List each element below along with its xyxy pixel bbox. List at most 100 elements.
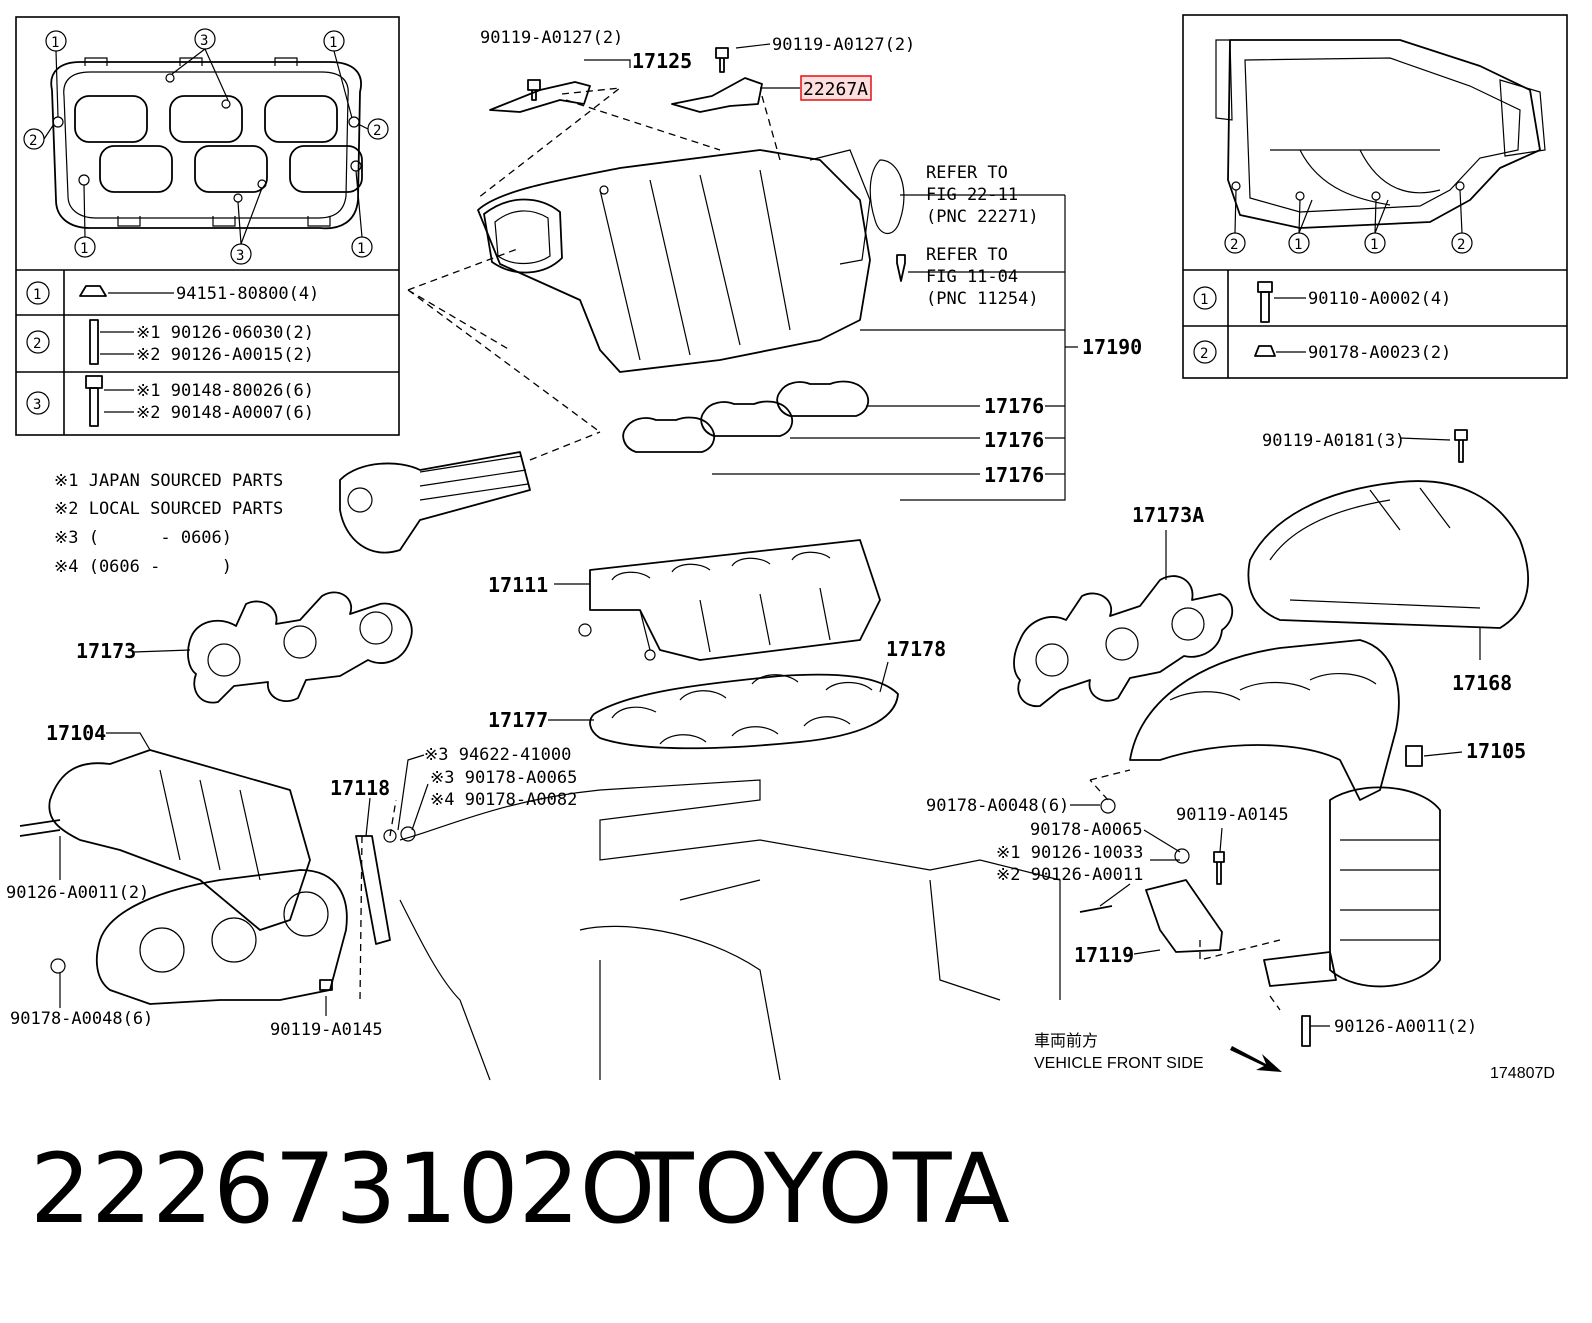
legend-part: ※1 90126-06030(2) (136, 323, 314, 343)
inset-right-legend: 1 90110-A0002(4) 2 90178-A0023(2) (1193, 281, 1451, 364)
callout: REFER TO (926, 245, 1008, 265)
exhaust-gasket-17173a (1013, 575, 1234, 707)
gaskets-17177-17178 (589, 673, 899, 750)
callout: FIG 22-11 (926, 185, 1018, 205)
engine-outline (399, 779, 1061, 1081)
inset-left: 1 3 1 2 2 1 3 1 1 94151-80800(4) 2 ※1 90… (15, 16, 400, 436)
notes: ※1 JAPAN SOURCED PARTS ※2 LOCAL SOURCED … (54, 471, 283, 577)
nut-icon (1254, 345, 1276, 357)
callout: ※4 90178-A0082 (430, 790, 577, 810)
callout: (PNC 22271) (926, 207, 1039, 227)
highlight-box (800, 75, 872, 101)
top-brackets (489, 47, 763, 113)
callout: 17111 (488, 573, 548, 597)
callout: 17177 (488, 708, 548, 732)
callout: 17104 (46, 721, 106, 745)
bolt-icon (527, 79, 541, 101)
callout: 90178-A0065 (1030, 820, 1143, 840)
stud-icon (1079, 905, 1113, 913)
throttle-gasket (869, 159, 905, 235)
marker-label: 1 (80, 241, 88, 257)
stud-icon (89, 319, 99, 365)
legend-num: 1 (33, 287, 41, 303)
note-line: ※4 (0606 - ) (54, 557, 232, 577)
front-arrow-icon (1230, 1046, 1282, 1072)
callout: 17173A (1132, 503, 1204, 527)
gaskets-17176 (622, 380, 870, 453)
callout: 90126-A0011(2) (6, 883, 149, 903)
callout: 90178-A0048(6) (926, 796, 1069, 816)
callout: 17125 (632, 49, 692, 73)
legend-part: ※2 90148-A0007(6) (136, 403, 314, 423)
marker-label: 3 (200, 33, 208, 49)
marker-label: 2 (1457, 237, 1465, 253)
marker-label: 2 (1230, 237, 1238, 253)
callout: 90119-A0145 (1176, 805, 1289, 825)
callout: ※3 90178-A0065 (430, 768, 577, 788)
marker-label: 2 (373, 123, 381, 139)
brand-name: TOYOTA (634, 1133, 1010, 1245)
legend-num: 2 (1200, 346, 1208, 362)
legend-part: 94151-80800(4) (176, 284, 319, 304)
bolt-icon (319, 979, 333, 991)
marker-label: 2 (29, 133, 37, 149)
upper-plenum-drawing (1215, 39, 1546, 229)
callout: 17173 (76, 639, 136, 663)
note-line: ※3 ( - 0606) (54, 528, 232, 548)
front-label-jp: 車両前方 (1034, 1032, 1098, 1050)
callout: FIG 11-04 (926, 267, 1018, 287)
marker-label: 1 (51, 35, 59, 51)
marker-label: 3 (236, 248, 244, 264)
callout: 90119-A0181(3) (1262, 431, 1405, 451)
callout: 90119-A0145 (270, 1020, 383, 1040)
callout: ※2 90126-A0011 (996, 865, 1143, 885)
inset-left-legend: 1 94151-80800(4) 2 ※1 90126-06030(2) ※2 … (26, 281, 319, 427)
callout: 90119-A0127(2) (772, 35, 915, 55)
inset-right: 2 1 1 2 1 90110-A0002(4) 2 90178-A0023(2… (1182, 14, 1568, 379)
legend-part: 90178-A0023(2) (1308, 343, 1451, 363)
marker-label: 1 (329, 35, 337, 51)
callout: ※1 90126-10033 (996, 843, 1143, 863)
callout: 17190 (1082, 335, 1142, 359)
bracket-22267a (671, 77, 763, 113)
heat-insulator-17168 (1247, 429, 1530, 629)
callout-labels: 90119-A0127(2) 17125 90119-A0127(2) 2226… (6, 28, 1555, 1082)
callout: REFER TO (926, 163, 1008, 183)
front-label-en: VEHICLE FRONT SIDE (1034, 1055, 1204, 1072)
bracket-17125 (489, 81, 591, 113)
air-pipe (339, 451, 531, 554)
inset-left-frame (15, 16, 400, 436)
exhaust-gasket-17173 (187, 591, 413, 704)
sensor-icon (896, 254, 906, 282)
bolt-icon (1257, 281, 1273, 293)
intake-gasket-drawing (50, 57, 363, 230)
inset-right-markers: 2 1 1 2 (1224, 189, 1473, 254)
exhaust-manifold-17104 (19, 749, 348, 1005)
callout: 17178 (886, 637, 946, 661)
dashed-leaders (359, 87, 1281, 1011)
marker-label: 1 (1294, 237, 1302, 253)
part-number: 222673102O (30, 1133, 655, 1245)
inset-left-markers: 1 3 1 2 2 1 3 1 (23, 28, 389, 265)
legend-num: 1 (1200, 292, 1208, 308)
note-line: ※1 JAPAN SOURCED PARTS (54, 471, 283, 491)
footer: 222673102O TOYOTA (30, 1133, 1010, 1245)
marker-label: 1 (357, 241, 365, 257)
legend-part: 90110-A0002(4) (1308, 289, 1451, 309)
callout: 17176 (984, 463, 1044, 487)
stud-icon (19, 819, 61, 837)
callout: 17119 (1074, 943, 1134, 967)
lower-manifold-17111 (578, 539, 881, 661)
legend-part: ※2 90126-A0015(2) (136, 345, 314, 365)
marker-label: 1 (1370, 237, 1378, 253)
stay-17118 (355, 835, 391, 945)
callout-highlighted: 22267A (803, 79, 868, 100)
callout: 90119-A0127(2) (480, 28, 623, 48)
legend-num: 2 (33, 336, 41, 352)
callout: 17105 (1466, 739, 1526, 763)
callout: 17176 (984, 428, 1044, 452)
legend-part: ※1 90148-80026(6) (136, 381, 314, 401)
intake-manifold-drawing (339, 149, 906, 554)
